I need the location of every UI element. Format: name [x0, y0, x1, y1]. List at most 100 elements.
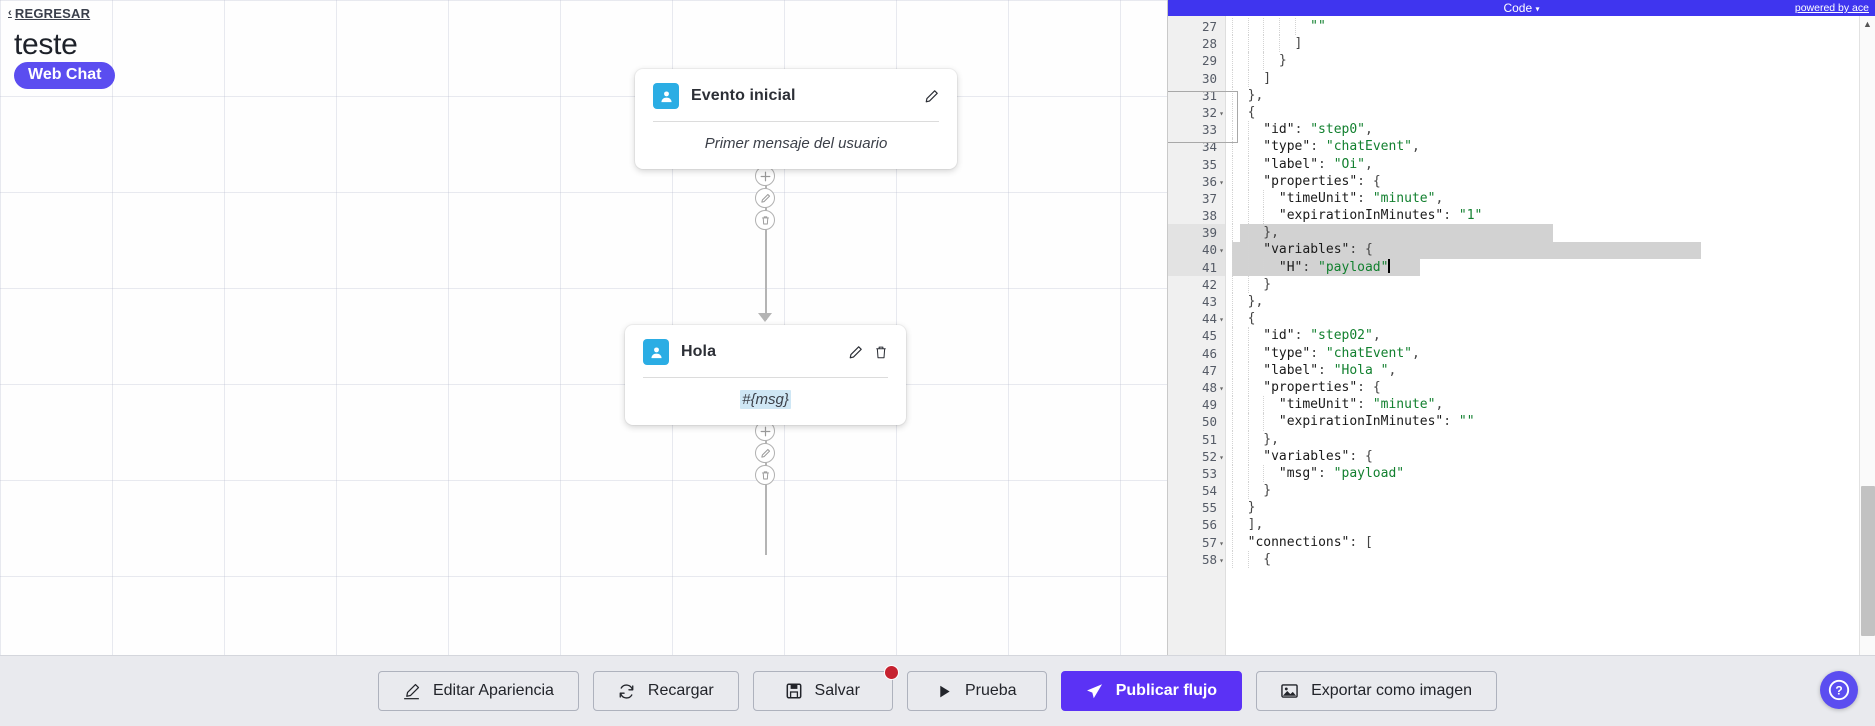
code-line[interactable]: ] — [1226, 69, 1875, 87]
gutter-line-number[interactable]: 37 — [1201, 190, 1217, 206]
code-line[interactable]: "expirationInMinutes": "1" — [1226, 207, 1875, 225]
gutter-line-number[interactable]: 55 — [1201, 500, 1217, 516]
code-line[interactable]: "id": "step0", — [1226, 121, 1875, 139]
code-line[interactable]: "expirationInMinutes": "" — [1226, 413, 1875, 431]
toolbar-button-exportar-como-imagen[interactable]: Exportar como imagen — [1256, 671, 1498, 711]
code-line[interactable]: "H": "payload" — [1226, 258, 1875, 276]
code-line[interactable]: }, — [1226, 224, 1875, 242]
toolbar-button-editar-apariencia[interactable]: Editar Apariencia — [377, 671, 579, 711]
code-line[interactable]: "properties": { — [1226, 378, 1875, 397]
flow-node-hola[interactable]: Hola #{msg} — [625, 325, 906, 425]
fold-toggle-icon[interactable]: ▾ — [1219, 538, 1224, 548]
gutter-line-number[interactable]: 29 — [1201, 53, 1217, 69]
code-line[interactable]: "variables": { — [1226, 241, 1875, 259]
edit-connector-icon[interactable] — [755, 443, 775, 463]
code-line[interactable]: "properties": { — [1226, 172, 1875, 190]
code-line[interactable]: { — [1226, 310, 1875, 328]
code-line[interactable]: "id": "step02", — [1226, 327, 1875, 345]
gutter-line-number[interactable]: 27 — [1201, 19, 1217, 34]
code-line[interactable]: "connections": [ — [1226, 533, 1875, 551]
code-line[interactable]: ], — [1226, 516, 1875, 534]
code-line[interactable]: { — [1226, 550, 1875, 568]
fold-toggle-icon[interactable]: ▾ — [1219, 555, 1224, 565]
code-panel-title[interactable]: Code ▾ — [1168, 1, 1875, 15]
gutter-line-number[interactable]: 42 — [1201, 276, 1217, 292]
gutter-line-number[interactable]: 31 — [1201, 87, 1217, 103]
code-line[interactable]: "msg": "payload" — [1226, 464, 1875, 483]
gutter-line-number[interactable]: 56 — [1201, 517, 1217, 533]
toolbar-button-salvar[interactable]: Salvar — [752, 665, 899, 711]
fold-toggle-icon[interactable]: ▾ — [1219, 452, 1224, 462]
back-link[interactable]: ‹ REGRESAR — [8, 6, 90, 21]
gutter-line-number[interactable]: 47 — [1201, 362, 1217, 378]
fold-toggle-icon[interactable]: ▾ — [1219, 383, 1224, 393]
delete-connector-icon[interactable] — [755, 465, 775, 485]
gutter-line-number[interactable]: 50 — [1201, 414, 1217, 430]
scroll-up-icon[interactable]: ▲ — [1863, 18, 1872, 29]
gutter-line-number[interactable]: 53 — [1201, 465, 1217, 481]
toolbar-button-recargar[interactable]: Recargar — [592, 671, 739, 711]
gutter-line-number[interactable]: 34 — [1201, 139, 1217, 155]
pencil-icon[interactable] — [848, 345, 863, 360]
code-line[interactable]: "label": "Hola ", — [1226, 361, 1875, 379]
gutter-line-number[interactable]: 36▾ — [1168, 173, 1225, 190]
gutter-line-number[interactable]: 54 — [1201, 483, 1217, 499]
gutter-line-number[interactable]: 57▾ — [1168, 534, 1225, 551]
channel-badge[interactable]: Web Chat — [14, 62, 116, 90]
code-line[interactable]: ] — [1226, 35, 1875, 53]
code-line[interactable]: }, — [1226, 86, 1875, 104]
gutter-line-number[interactable]: 49 — [1201, 397, 1217, 413]
gutter-line-number[interactable]: 38 — [1201, 208, 1217, 224]
connector-tools-1[interactable] — [755, 166, 775, 230]
code-line[interactable]: } — [1226, 52, 1875, 70]
gutter-line-number[interactable]: 33 — [1201, 122, 1217, 138]
code-line[interactable]: "" — [1226, 18, 1875, 36]
gutter-line-number[interactable]: 35 — [1201, 156, 1217, 172]
gutter-line-number[interactable]: 46 — [1201, 345, 1217, 361]
trash-icon[interactable] — [874, 345, 888, 360]
gutter-line-number[interactable]: 30 — [1201, 70, 1217, 86]
help-button[interactable]: ? — [1820, 671, 1858, 709]
code-line[interactable]: }, — [1226, 293, 1875, 311]
fold-toggle-icon[interactable]: ▾ — [1219, 177, 1224, 187]
gutter-line-number[interactable]: 39 — [1168, 224, 1225, 242]
add-step-icon[interactable] — [755, 166, 775, 186]
gutter-line-number[interactable]: 52▾ — [1168, 448, 1225, 465]
fold-toggle-icon[interactable]: ▾ — [1219, 315, 1224, 325]
gutter-line-number[interactable]: 58▾ — [1168, 551, 1225, 568]
code-line[interactable]: "type": "chatEvent", — [1226, 138, 1875, 156]
flow-node-evento-inicial[interactable]: Evento inicial Primer mensaje del usuari… — [635, 69, 957, 169]
code-line[interactable]: "variables": { — [1226, 447, 1875, 465]
gutter-line-number[interactable]: 28 — [1201, 36, 1217, 52]
gutter-line-number[interactable]: 45 — [1201, 328, 1217, 344]
editor-scrollbar[interactable]: ▲ — [1859, 16, 1875, 655]
gutter-line-number[interactable]: 40▾ — [1168, 241, 1225, 259]
toolbar-button-prueba[interactable]: Prueba — [906, 671, 1047, 711]
gutter-line-number[interactable]: 43 — [1201, 294, 1217, 309]
fold-toggle-icon[interactable]: ▾ — [1219, 108, 1224, 118]
editor-code-area[interactable]: ""]}]},{"id": "step0","type": "chatEvent… — [1226, 16, 1875, 655]
editor-scrollbar-thumb[interactable] — [1861, 486, 1875, 636]
flow-canvas[interactable]: ‹ REGRESAR teste Web Chat — [0, 0, 1167, 655]
code-line[interactable]: { — [1226, 103, 1875, 122]
gutter-line-number[interactable]: 44▾ — [1168, 310, 1225, 327]
edit-connector-icon[interactable] — [755, 188, 775, 208]
code-line[interactable]: "label": "Oi", — [1226, 155, 1875, 173]
code-line[interactable]: } — [1226, 499, 1875, 517]
code-line[interactable]: "timeUnit": "minute", — [1226, 189, 1875, 208]
delete-connector-icon[interactable] — [755, 210, 775, 230]
powered-by-ace-link[interactable]: powered by ace — [1794, 2, 1869, 14]
code-line[interactable]: }, — [1226, 430, 1875, 448]
code-line[interactable]: "type": "chatEvent", — [1226, 344, 1875, 362]
gutter-line-number[interactable]: 48▾ — [1168, 379, 1225, 396]
pencil-icon[interactable] — [924, 89, 939, 104]
toolbar-button-publicar-flujo[interactable]: Publicar flujo — [1060, 671, 1243, 711]
code-line[interactable]: } — [1226, 275, 1875, 293]
gutter-line-number[interactable]: 32▾ — [1168, 104, 1225, 121]
connector-tools-2[interactable] — [755, 421, 775, 485]
fold-toggle-icon[interactable]: ▾ — [1219, 246, 1224, 256]
gutter-line-number[interactable]: 51 — [1201, 431, 1217, 447]
gutter-line-number[interactable]: 41 — [1168, 258, 1225, 276]
